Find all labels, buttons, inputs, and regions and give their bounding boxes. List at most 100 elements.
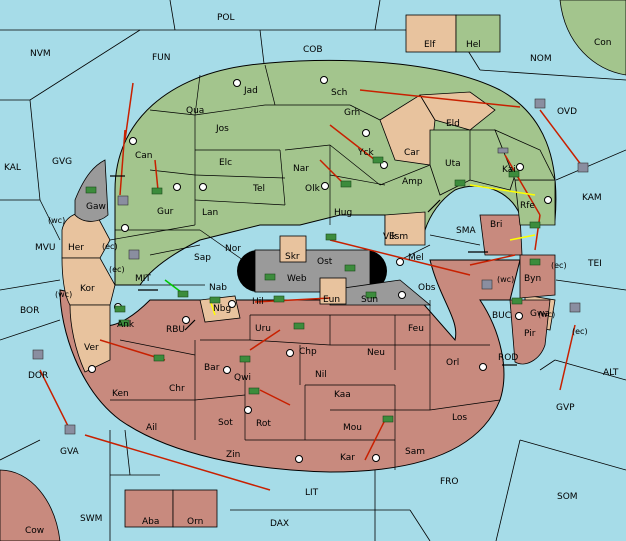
territory-kor[interactable] xyxy=(61,257,116,306)
label-sam: Sam xyxy=(405,447,425,457)
label-uru: Uru xyxy=(255,324,271,334)
label-tel: Tel xyxy=(252,184,265,194)
label-web: Web xyxy=(287,274,307,284)
sea-label-cob: COB xyxy=(303,45,323,55)
label-feu: Feu xyxy=(408,324,424,334)
label-qua: Qua xyxy=(186,106,204,116)
label-elf: Elf xyxy=(424,40,436,50)
label-coast-6: (ec) xyxy=(551,261,567,270)
label-hel: Hel xyxy=(466,40,481,50)
label-byn: Byn xyxy=(524,274,541,284)
label-orl: Orl xyxy=(446,358,459,368)
label-sma: SMA xyxy=(456,226,476,236)
label-ken: Ken xyxy=(112,389,129,399)
sea-label-mvu: MVU xyxy=(35,243,56,253)
territory-esm[interactable] xyxy=(384,211,426,246)
label-nil: Nil xyxy=(315,370,327,380)
label-rfe: Rfe xyxy=(520,201,535,211)
label-amp: Amp xyxy=(402,177,423,187)
army-units[interactable] xyxy=(85,156,541,423)
label-grh: Grh xyxy=(344,108,360,118)
sea-label-gvp: GVP xyxy=(556,403,575,413)
label-vik: Vik xyxy=(383,232,397,242)
label-uta: Uta xyxy=(445,159,461,169)
label-coast-5: (wc) xyxy=(497,275,514,284)
label-chp: Chp xyxy=(299,347,317,357)
sea-label-kal: KAL xyxy=(4,163,21,173)
label-buc: BUC xyxy=(492,311,511,321)
label-neu: Neu xyxy=(367,348,385,358)
territory-skr[interactable] xyxy=(279,235,307,263)
sea-label-dax: DAX xyxy=(270,519,289,529)
label-gwa: Gwa xyxy=(530,309,550,319)
chip-aba[interactable] xyxy=(124,489,174,528)
sea-label-fro: FRO xyxy=(440,477,459,487)
label-ver: Ver xyxy=(84,343,99,353)
label-obs: Obs xyxy=(418,283,436,293)
label-nar: Nar xyxy=(293,164,309,174)
label-sch: Sch xyxy=(331,88,347,98)
label-hug: Hug xyxy=(334,208,352,218)
label-chr: Chr xyxy=(169,384,185,394)
label-mit: MIT xyxy=(135,274,151,284)
territory-labels: Jad Sch Qua Jos Grh Can Elc Nar Yck Car … xyxy=(48,40,588,527)
chip-hel[interactable] xyxy=(455,14,501,53)
label-olk: Olk xyxy=(305,184,321,194)
sea-label-nvm: NVM xyxy=(30,49,51,59)
territory-byn[interactable] xyxy=(519,254,556,299)
label-kaa: Kaa xyxy=(334,390,351,400)
sea-label-gvg: GVG xyxy=(52,157,72,167)
label-car: Car xyxy=(404,148,420,158)
label-zin: Zin xyxy=(226,450,240,460)
label-rbu: RBU xyxy=(166,325,185,335)
label-nbg: Nbg xyxy=(213,304,231,314)
label-eun: Eun xyxy=(323,295,340,305)
sea-label-bor: BOR xyxy=(20,306,39,316)
label-ank: Ank xyxy=(117,320,135,330)
label-aba: Aba xyxy=(142,517,159,527)
label-coast-7: (wc) xyxy=(538,310,555,319)
territory-kai[interactable] xyxy=(494,129,556,181)
label-coast-3: (wc) xyxy=(55,290,72,299)
chip-elf[interactable] xyxy=(405,14,457,53)
label-coast-1: (wc) xyxy=(48,216,65,225)
label-bri: Bri xyxy=(490,220,502,230)
label-elc: Elc xyxy=(219,158,232,168)
territory-ver[interactable] xyxy=(69,304,111,373)
label-bar: Bar xyxy=(204,363,220,373)
territory-label-con: Con xyxy=(594,38,612,48)
sea-label-kam: KAM xyxy=(582,193,602,203)
label-kai: Kai xyxy=(502,165,516,175)
sea-label-pol: POL xyxy=(217,13,235,23)
label-lan: Lan xyxy=(202,208,218,218)
territory-con[interactable] xyxy=(559,0,626,76)
label-nab: Nab xyxy=(209,283,227,293)
territory-label-cow: Cow xyxy=(25,526,44,536)
sea-passages xyxy=(110,175,517,366)
label-ail: Ail xyxy=(146,423,157,433)
label-jad: Jad xyxy=(243,86,258,96)
label-orn: Orn xyxy=(187,517,203,527)
territory-eun[interactable] xyxy=(319,277,347,305)
label-rod: ROD xyxy=(498,353,518,363)
sea-label-tei: TEI xyxy=(587,259,602,269)
label-kor: Kor xyxy=(80,284,95,294)
label-sot: Sot xyxy=(218,418,233,428)
sea-label-gva: GVA xyxy=(60,447,80,457)
sea-label-fun: FUN xyxy=(152,53,171,63)
label-esm: Esm xyxy=(389,232,408,242)
label-kar: Kar xyxy=(340,453,355,463)
label-hil: Hil xyxy=(252,297,264,307)
label-sap: Sap xyxy=(194,253,211,263)
label-jos: Jos xyxy=(215,124,229,134)
label-mou: Mou xyxy=(343,423,362,433)
fleet-units[interactable] xyxy=(32,98,589,435)
sea-label-nom: NOM xyxy=(530,54,552,64)
territory-borders xyxy=(109,64,501,470)
label-yck: Yck xyxy=(357,148,374,158)
territory-eld[interactable] xyxy=(419,91,496,131)
chip-orn[interactable] xyxy=(172,489,218,528)
